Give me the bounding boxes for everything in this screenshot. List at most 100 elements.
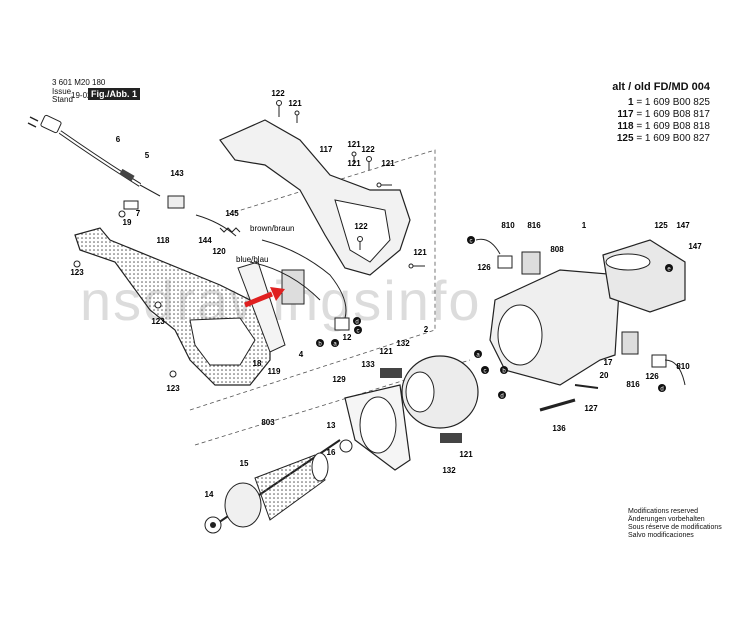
connector-marker: [658, 384, 666, 392]
power-cord: [27, 114, 161, 197]
alt-row-part: = 1 609 B08 817: [636, 109, 710, 120]
alt-row-num: 117: [617, 109, 634, 120]
connector-label: a: [333, 342, 337, 348]
terminal-143: [167, 195, 185, 209]
connector-marker: [467, 236, 475, 244]
part-callout: 816: [626, 380, 640, 389]
part-callout: 808: [550, 245, 564, 254]
connector-label: c: [470, 239, 473, 245]
switch-trigger-119: [237, 261, 286, 353]
wire-blue: [249, 261, 321, 301]
housing-opening: [334, 199, 391, 263]
alt-row-num: 125: [616, 133, 634, 144]
screw-123: [169, 370, 177, 378]
part-callout: 15: [240, 459, 249, 468]
alt-row: 1 = 1 609 B00 825: [628, 97, 710, 108]
part-callout: 810: [676, 362, 690, 371]
part-callout: 122: [354, 222, 368, 231]
brush-holder-816: [621, 331, 639, 355]
modifications-line: Modifications reserved: [628, 508, 699, 515]
part-callout: 5: [145, 151, 150, 160]
modifications-note: Modifications reserved Änderungen vorbeh…: [628, 508, 722, 540]
part-callout: 119: [268, 367, 281, 376]
connector-marker: [353, 317, 361, 325]
screw-19: [118, 210, 126, 218]
connector-marker: [331, 339, 339, 347]
part-callout: 122: [271, 89, 285, 98]
doc-number: 3 601 M20 180: [52, 78, 106, 87]
part-callout: 18: [253, 359, 262, 368]
alt-row: 125 = 1 609 B00 827: [617, 133, 710, 144]
air-guide-opening: [359, 396, 397, 454]
brush-lead: [664, 359, 686, 386]
part-callout: 132: [442, 466, 456, 475]
connector-marker: [498, 391, 506, 399]
issue-label: Issue: [52, 87, 72, 96]
modifications-line: Änderungen vorbehalten: [628, 516, 705, 523]
part-callout: 144: [198, 236, 212, 245]
part-callout: 7: [136, 209, 141, 218]
cord-clamp-7: [123, 200, 139, 210]
wire-label-brown: brown/braun: [250, 224, 294, 233]
part-callout: 13: [327, 421, 336, 430]
motor-cap-top: [605, 253, 651, 271]
pin-136: [539, 398, 576, 412]
alt-row-part: = 1 609 B00 827: [636, 133, 710, 144]
modifications-line: Salvo modificaciones: [628, 532, 694, 539]
brush-lead: [475, 238, 501, 255]
part-callout: 123: [70, 268, 84, 277]
part-callout: 147: [688, 242, 702, 251]
part-callout: 123: [151, 317, 165, 326]
suppressor-12: [334, 317, 350, 331]
part-callout: 810: [501, 221, 515, 230]
part-callout: 121: [347, 159, 361, 168]
part-callout: 16: [327, 448, 336, 457]
part-callout: 133: [361, 360, 375, 369]
part-callout: 4: [299, 350, 304, 359]
connector-label: d: [660, 387, 663, 393]
part-callout: 127: [584, 404, 598, 413]
screw-127: [574, 384, 599, 389]
part-callout: 121: [288, 99, 302, 108]
connector-label: c: [357, 329, 360, 335]
part-callout: 2: [424, 325, 429, 334]
issue-date: 19-02-07: [71, 91, 103, 100]
brush-holder-816: [521, 251, 541, 275]
figure-label: Fig./Abb. 1: [88, 88, 140, 100]
connector-label: b: [318, 342, 322, 348]
part-callout: 129: [332, 375, 346, 384]
wire-brown: [261, 239, 347, 319]
part-callout: 816: [527, 221, 541, 230]
part-callout: 12: [343, 333, 352, 342]
screw-123: [73, 260, 81, 268]
part-callout: 20: [600, 371, 609, 380]
armature-803: [204, 439, 353, 534]
part-callout: 143: [170, 169, 184, 178]
red-arrowhead-icon: [270, 287, 285, 301]
part-callout: 123: [166, 384, 180, 393]
connector-label: c: [484, 369, 487, 375]
alt-row-part: = 1 609 B00 825: [636, 97, 710, 108]
connector-marker: [354, 326, 362, 334]
part-callout: 126: [477, 263, 491, 272]
connector-label: d: [500, 394, 503, 400]
connector-marker: [500, 366, 508, 374]
connector-label: d: [355, 320, 358, 326]
brush-holder-132: [380, 368, 402, 378]
connector-label: b: [502, 369, 506, 375]
field-bore: [405, 371, 435, 413]
handle-grip-opening: [189, 317, 256, 366]
connector-marker: [665, 264, 673, 272]
part-callout: 6: [116, 135, 121, 144]
part-callout: 132: [396, 339, 410, 348]
housing-half-117: [219, 119, 411, 276]
part-callout: 121: [379, 347, 393, 356]
red-arrow-icon: [244, 291, 273, 308]
alt-row: 118 = 1 609 B08 818: [617, 121, 710, 132]
part-callout: 122: [361, 145, 375, 154]
alt-row-num: 118: [617, 121, 634, 132]
